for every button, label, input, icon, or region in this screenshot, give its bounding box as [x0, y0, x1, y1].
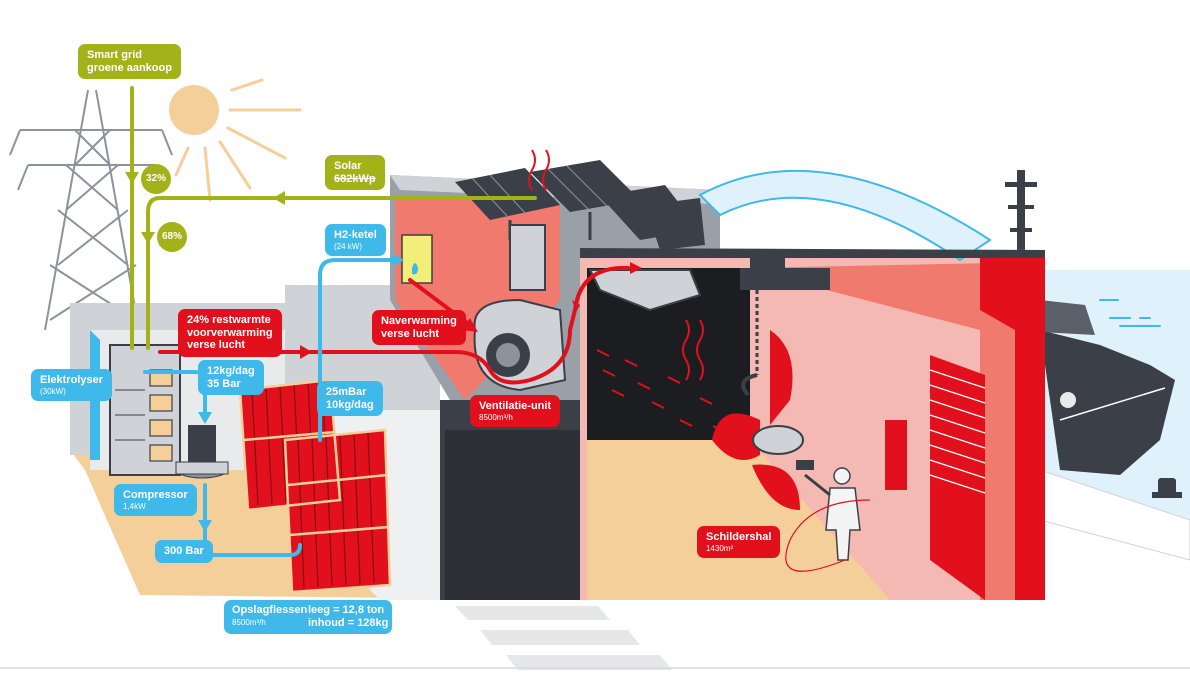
- elektrolyser-title: Elektrolyser: [40, 374, 103, 386]
- electricity-flow: [130, 86, 537, 350]
- paint-mist: [528, 149, 726, 433]
- compressor-sub: 1,4kW: [123, 501, 146, 511]
- grid-share-badge: 32%: [141, 164, 171, 194]
- heat-flow-arrows: [300, 262, 642, 359]
- naverwarming-line-1: Naverwarming: [381, 315, 457, 327]
- schildershal-label: Schildershal 1430m²: [697, 526, 781, 558]
- electricity-flow-arrows: [125, 172, 285, 244]
- h2-title: H2-ketel: [334, 229, 377, 241]
- flow-25mbar-label: 25mBar 10kg/dag: [317, 381, 383, 417]
- naverwarming-line-2: verse lucht: [381, 327, 440, 340]
- flow-12kg-label: 12kg/dag 35 Bar: [198, 360, 264, 396]
- smart-grid-line-2: groene aankoop: [87, 61, 172, 74]
- flow-25mbar-line-2: 10kg/dag: [326, 398, 374, 411]
- smart-grid-label: Smart grid groene aankoop: [78, 44, 181, 80]
- elektrolyser-label: Elektrolyser (30kW): [31, 369, 112, 401]
- opslag-inhoud: inhoud = 128kg: [308, 617, 389, 629]
- solar-value: 682kWp: [334, 172, 376, 185]
- crosswalk: [455, 606, 672, 670]
- compressor-label: Compressor 1,4kW: [114, 484, 197, 516]
- solar-panel-icon: [455, 160, 705, 250]
- ventilatie-sub: 8500m³/h: [479, 412, 513, 422]
- electrolyser-icon: [109, 344, 181, 476]
- hydrogen-flow-arrows: [198, 253, 404, 532]
- h2-sub: (24 kW): [334, 241, 362, 251]
- opslagflessen-label: Opslagflessen 8500m³/h leeg = 12,8 ton i…: [224, 600, 392, 634]
- naverwarming-label: Naverwarming verse lucht: [372, 310, 466, 346]
- gas-cylinder-icon: [238, 378, 392, 594]
- pressure-300-label: 300 Bar: [155, 540, 213, 563]
- opslag-leeg: leeg = 12,8 ton: [308, 604, 385, 616]
- boiler-icon: [401, 234, 433, 284]
- roll-door: [929, 369, 986, 494]
- restwarmte-line-3: verse lucht: [187, 339, 246, 352]
- schildershal-sub: 1430m²: [706, 543, 734, 553]
- restwarmte-label: 24% restwarmte voorverwarming verse luch…: [178, 309, 282, 357]
- ventilatie-label: Ventilatie-unit 8500m³/h: [470, 395, 561, 427]
- ship-icon: [1005, 170, 1175, 475]
- compressor-icon: [175, 425, 229, 479]
- flow-12kg-line-2: 35 Bar: [207, 377, 241, 390]
- restwarmte-line-1: 24% restwarmte: [187, 314, 271, 326]
- solar-title: Solar: [334, 160, 362, 172]
- bollard-icon: [1152, 478, 1182, 498]
- compressor-title: Compressor: [123, 489, 188, 501]
- h2-boiler-label: H2-ketel (24 kW): [325, 224, 386, 256]
- ventilatie-title: Ventilatie-unit: [479, 400, 552, 412]
- side-door: [885, 420, 907, 490]
- solar-label: Solar 682kWp: [325, 155, 385, 191]
- elektrolyser-sub: (30kW): [40, 386, 66, 396]
- sun-icon: [169, 78, 302, 202]
- opslag-sub: 8500m³/h: [232, 618, 266, 627]
- schildershal-title: Schildershal: [706, 531, 772, 543]
- sea-waves: [1099, 299, 1161, 327]
- painter-icon: [785, 460, 871, 572]
- flow-12kg-line-1: 12kg/dag: [207, 365, 255, 377]
- smart-grid-line-1: Smart grid: [87, 49, 143, 61]
- opslag-title: Opslagflessen: [232, 604, 308, 616]
- fan-icon: [473, 224, 702, 392]
- restwarmte-line-2: voorverwarming: [187, 326, 273, 339]
- flow-25mbar-line-1: 25mBar: [326, 386, 367, 398]
- solar-share-badge: 68%: [157, 222, 187, 252]
- propeller-icon: [712, 330, 804, 510]
